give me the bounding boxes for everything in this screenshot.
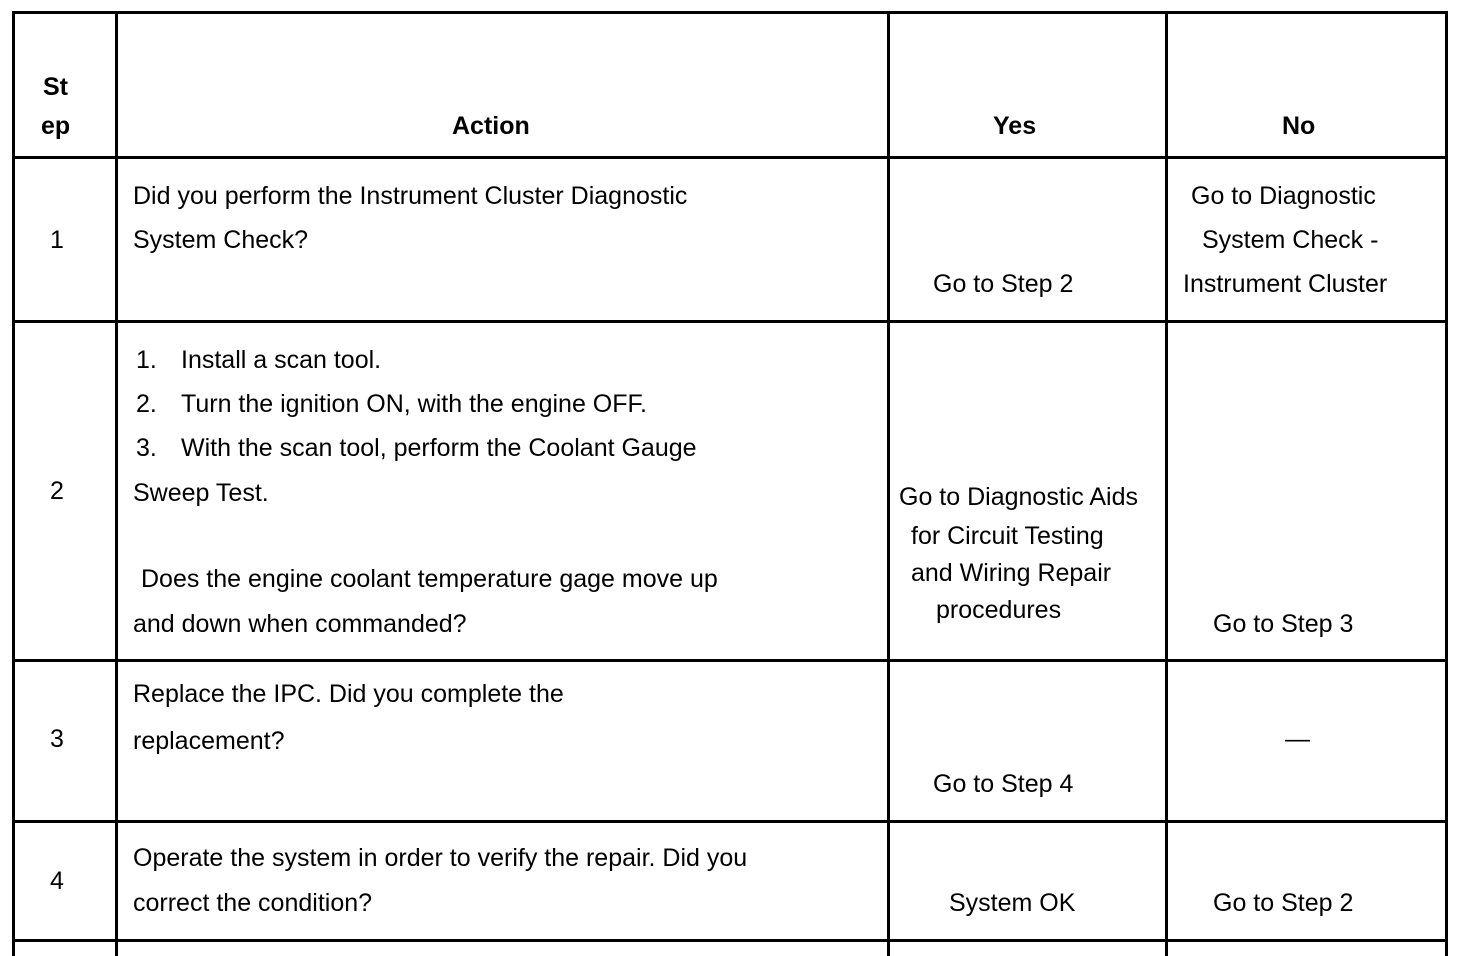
no-text: Go to Diagnostic — [1191, 182, 1376, 210]
action-question: and down when commanded? — [133, 610, 467, 638]
yes-text: and Wiring Repair — [911, 559, 1112, 587]
yes-text: System OK — [949, 889, 1076, 917]
header-yes: Yes — [993, 112, 1037, 140]
step-number: 3 — [50, 725, 64, 753]
list-item-number: 2. — [136, 390, 157, 418]
no-text: Go to Step 3 — [1213, 610, 1354, 638]
step-number: 4 — [50, 867, 64, 895]
list-item-text: Turn the ignition ON, with the engine OF… — [181, 390, 647, 418]
list-item-number: 1. — [136, 346, 157, 374]
column-divider — [1165, 14, 1168, 956]
no-text: Go to Step 2 — [1213, 889, 1354, 917]
header-action: Action — [452, 112, 530, 140]
yes-text: Go to Diagnostic Aids — [899, 483, 1139, 511]
row-divider — [15, 156, 1445, 159]
step-number: 1 — [50, 226, 64, 254]
action-text: Operate the system in order to verify th… — [133, 844, 748, 872]
no-text: Instrument Cluster — [1183, 270, 1388, 298]
action-text: Did you perform the Instrument Cluster D… — [133, 182, 688, 210]
action-question: Does the engine coolant temperature gage… — [141, 565, 718, 593]
action-text: System Check? — [133, 226, 309, 254]
action-text: correct the condition? — [133, 889, 373, 917]
list-item-number: 3. — [136, 434, 157, 462]
action-text: replacement? — [133, 727, 285, 755]
header-no: No — [1282, 112, 1316, 140]
step-number: 2 — [50, 477, 64, 505]
no-text: — — [1285, 725, 1310, 753]
list-item-text: Install a scan tool. — [181, 346, 382, 374]
column-divider — [115, 14, 118, 956]
action-text: Sweep Test. — [133, 479, 269, 507]
diagnostic-table — [12, 11, 1448, 956]
row-divider — [15, 320, 1445, 323]
no-text: System Check - — [1202, 226, 1379, 254]
column-divider — [887, 14, 890, 956]
header-step-line2: ep — [41, 112, 71, 140]
row-divider — [15, 939, 1445, 942]
action-text: Replace the IPC. Did you complete the — [133, 680, 564, 708]
yes-text: procedures — [936, 596, 1062, 624]
header-step-line1: St — [43, 73, 68, 101]
yes-text: Go to Step 4 — [933, 770, 1074, 798]
row-divider — [15, 659, 1445, 662]
list-item-text: With the scan tool, perform the Coolant … — [181, 434, 697, 462]
yes-text: for Circuit Testing — [911, 522, 1104, 550]
row-divider — [15, 820, 1445, 823]
yes-text: Go to Step 2 — [933, 270, 1074, 298]
